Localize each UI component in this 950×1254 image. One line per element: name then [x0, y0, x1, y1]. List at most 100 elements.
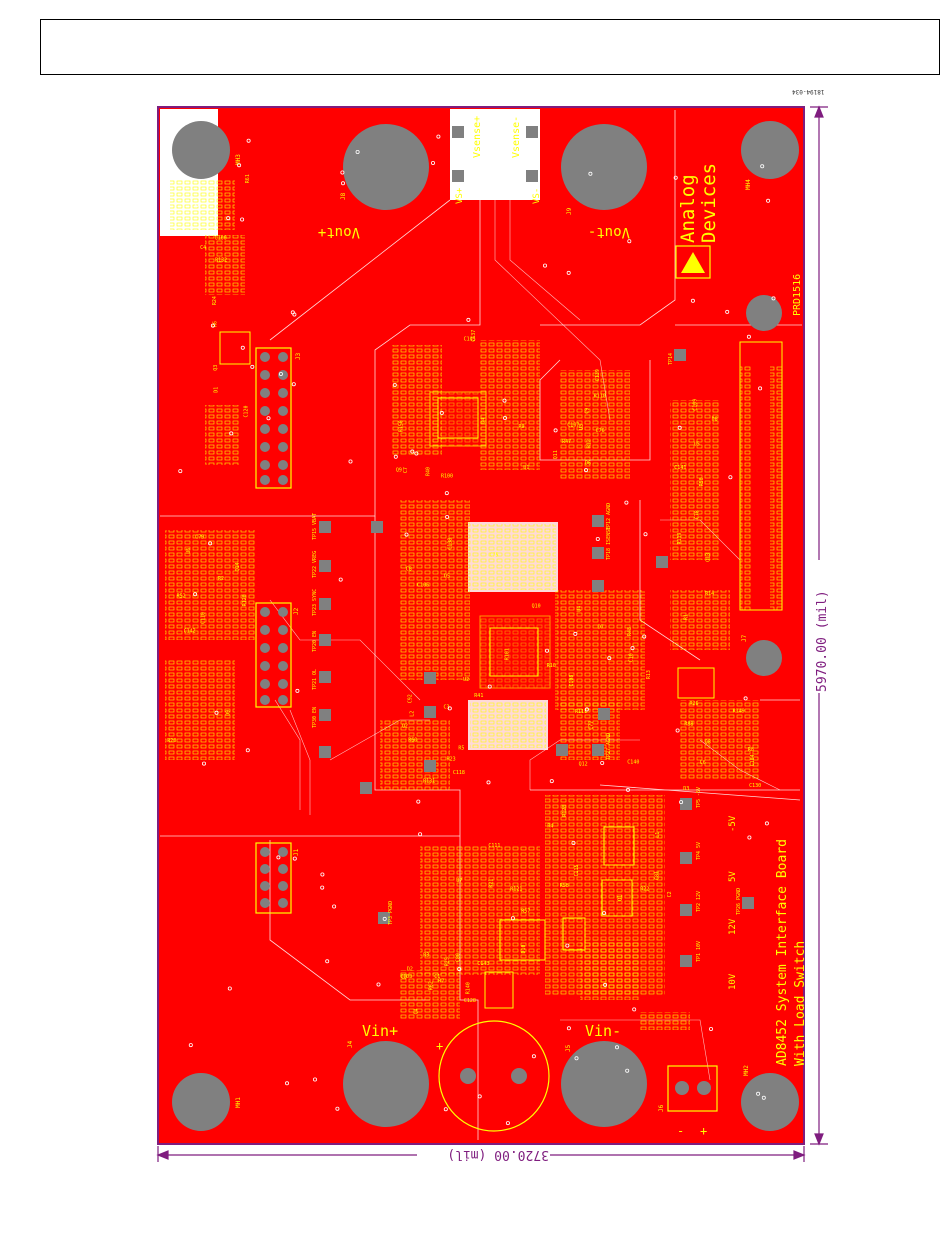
via	[320, 872, 325, 877]
via	[457, 967, 462, 972]
dimension-height: 5970.00 (mil)	[810, 105, 830, 1146]
vs-plus-label: VS+	[455, 187, 465, 204]
via	[743, 696, 748, 701]
via	[624, 500, 629, 505]
header-j1	[255, 842, 292, 914]
test-point-label: TP20 EN	[312, 631, 318, 652]
via	[312, 1077, 317, 1082]
component-designator: U4	[576, 606, 582, 612]
via	[584, 468, 589, 473]
component-designator: C2	[667, 891, 673, 897]
via	[553, 428, 558, 433]
via	[430, 160, 435, 165]
component-designator: R110	[594, 394, 606, 400]
j4-pad	[343, 1041, 429, 1127]
component-designator: D5	[444, 574, 450, 580]
ref-j2: J2	[293, 607, 300, 615]
component-designator: R111	[575, 709, 587, 715]
component-designator: R58	[560, 883, 569, 889]
vin-minus-label: Vin-	[585, 1022, 621, 1040]
via	[527, 159, 532, 164]
pad-right-1	[746, 295, 782, 331]
component-designator: R120	[242, 594, 248, 606]
header-j2	[255, 602, 292, 708]
pad-right-2	[746, 640, 782, 676]
component-designator: C120	[244, 405, 250, 417]
ref-mh4: MH4	[745, 179, 752, 190]
brand-line1: Analog	[677, 174, 699, 243]
component-designator: R101	[505, 648, 511, 660]
via	[566, 270, 571, 275]
rail-5v: 5V	[728, 871, 738, 882]
via	[675, 728, 680, 733]
via	[416, 799, 421, 804]
via	[226, 216, 231, 221]
via	[414, 451, 419, 456]
via	[505, 1121, 510, 1126]
component-designator: Q14	[235, 562, 241, 571]
component-designator: R131	[423, 778, 435, 784]
terminal-j6	[667, 1065, 718, 1112]
via	[690, 298, 695, 303]
via	[376, 982, 381, 987]
via	[295, 688, 300, 693]
component-designator: C108	[569, 675, 575, 687]
component-designator: R4	[547, 823, 553, 829]
test-point-label: TP18 ISENSE	[606, 527, 612, 560]
component-designator: R100	[441, 474, 453, 480]
component-designator: C130	[749, 783, 761, 789]
via	[340, 181, 345, 186]
component-designator: Q9	[396, 468, 402, 474]
test-point-label: TP5 -5V	[696, 787, 702, 808]
via	[229, 431, 234, 436]
board-text: Analog Devices PRD1516 AD8452 System Int…	[235, 116, 808, 1138]
component-designator: R23	[447, 757, 456, 763]
vsense-minus-label: Vsense-	[511, 116, 522, 158]
via	[227, 986, 232, 991]
via	[510, 916, 515, 921]
component-designator: R14	[705, 591, 714, 597]
component-designator: C109	[693, 399, 699, 411]
component-designator: R6	[212, 321, 218, 327]
via	[632, 1007, 637, 1012]
large-pads	[172, 121, 799, 1131]
component-designator: C140	[627, 759, 639, 765]
via	[338, 577, 343, 582]
ref-mh3: MH3	[235, 154, 242, 165]
component-designator: R149	[733, 709, 745, 715]
via	[284, 1081, 289, 1086]
via	[340, 170, 345, 175]
mh4-hole	[741, 121, 799, 179]
via	[392, 382, 397, 387]
via	[188, 1043, 193, 1048]
component-designator: D1	[214, 387, 220, 393]
component-designators: U1U2U3U4U5U6U7L1L2D1D2D3D4D5D6D7D8D9D10Q…	[167, 174, 761, 1014]
test-point-label: TP12 AGND	[606, 503, 612, 530]
component-designator: C110	[200, 612, 206, 624]
via	[276, 855, 281, 860]
component-designator: C138	[447, 538, 453, 550]
via	[588, 171, 593, 176]
component-designator: R119	[677, 532, 683, 544]
component-designator: D9	[226, 710, 232, 716]
component-designator: Q11	[553, 450, 559, 459]
component-designator: Q8	[705, 740, 711, 746]
copper-cutout-sense	[450, 109, 540, 200]
component-designator: C78	[695, 510, 701, 519]
via	[404, 532, 409, 537]
via	[625, 1068, 630, 1073]
component-designator: R24	[212, 296, 218, 305]
header-frame	[40, 19, 940, 75]
via	[642, 634, 647, 639]
ref-j1: J1	[293, 848, 300, 856]
via	[602, 911, 607, 916]
height-label: 5970.00 (mil)	[815, 590, 830, 692]
via	[502, 398, 507, 403]
via	[543, 263, 548, 268]
test-point-label: TP15 VBAT	[312, 513, 318, 540]
component-designator: C139	[595, 369, 601, 381]
component-designator: L1	[655, 832, 661, 838]
rail-m5v: -5V	[728, 815, 738, 832]
test-point-label: TP1 10V	[696, 941, 702, 962]
component-designator: D3	[683, 786, 689, 792]
